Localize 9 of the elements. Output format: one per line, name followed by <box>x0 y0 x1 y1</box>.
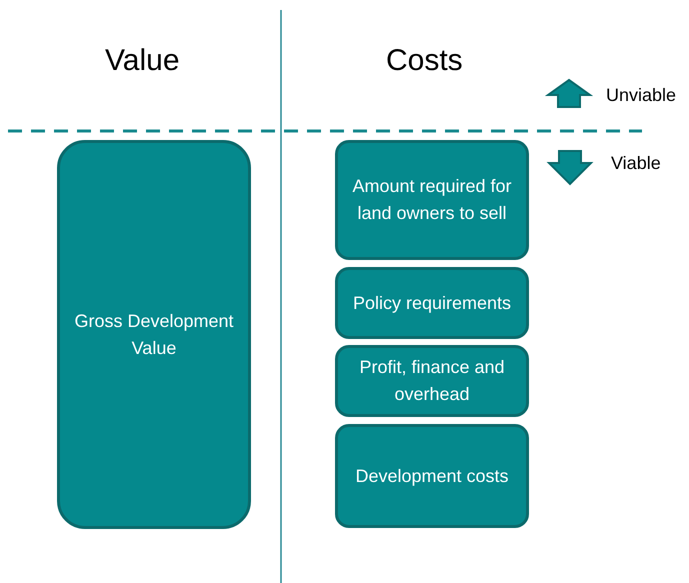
cost-box: Development costs <box>335 424 529 528</box>
value-box: Gross Development Value <box>57 140 251 529</box>
threshold-label: Unviable <box>606 85 676 106</box>
cost-box: Profit, finance and overhead <box>335 345 529 417</box>
cost-box: Policy requirements <box>335 267 529 339</box>
threshold-label: Viable <box>611 153 661 174</box>
column-heading: Costs <box>386 44 463 78</box>
column-heading: Value <box>105 44 180 78</box>
cost-box: Amount required for land owners to sell <box>335 140 529 260</box>
